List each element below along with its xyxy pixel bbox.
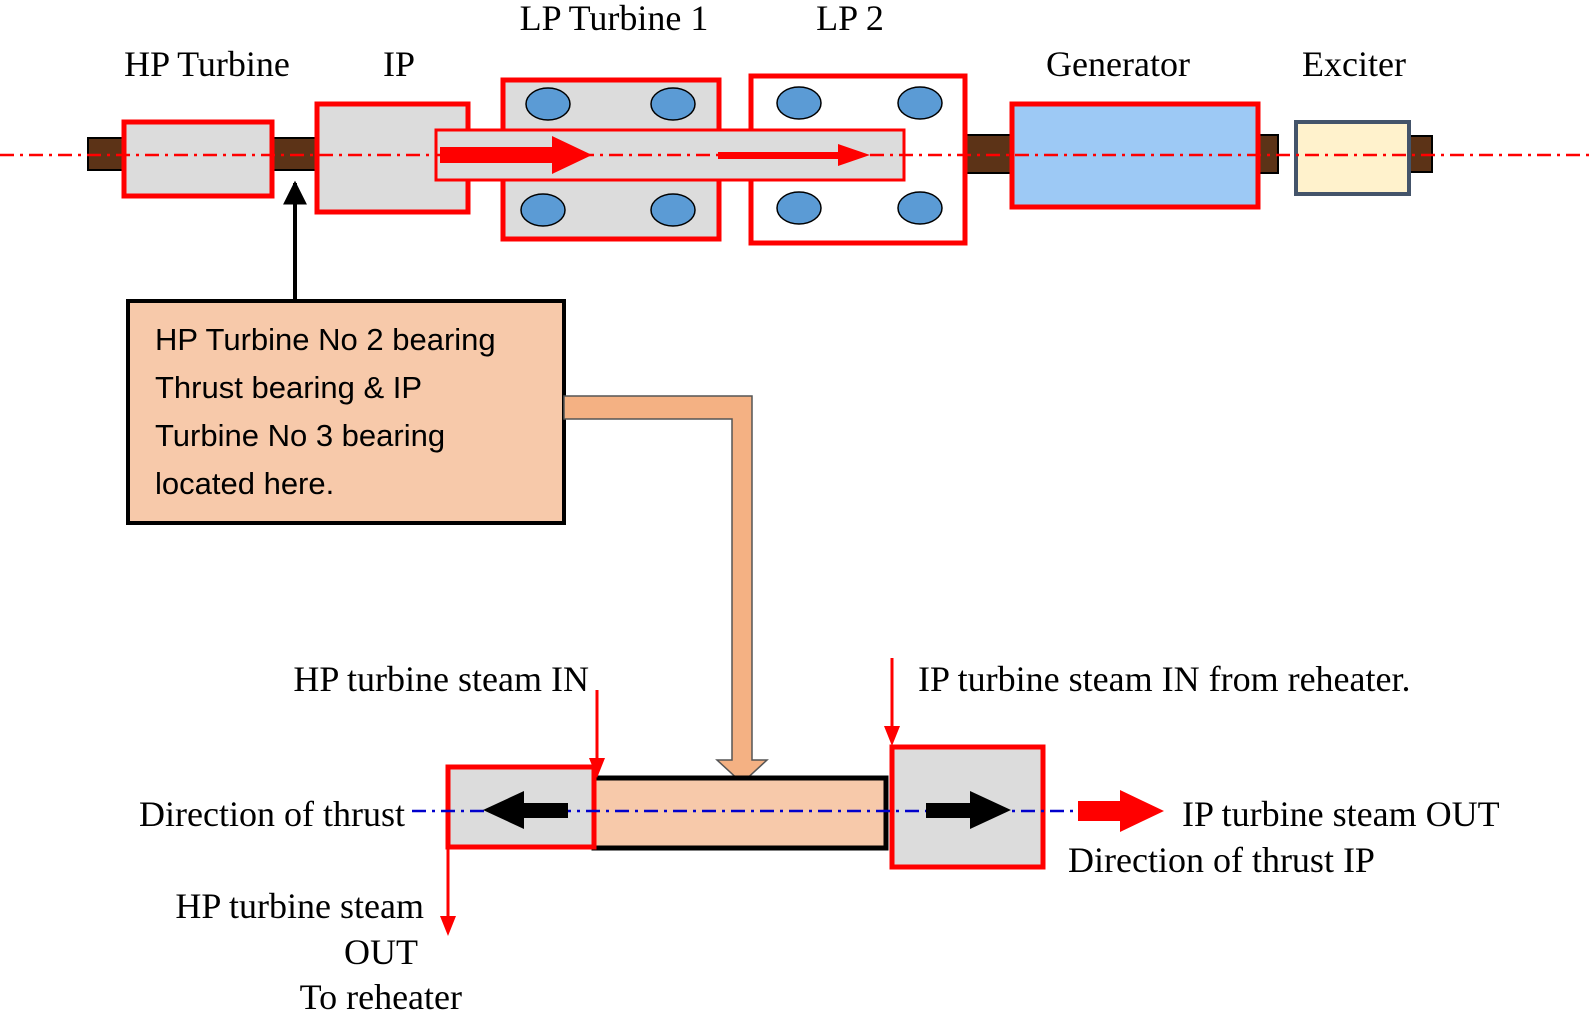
label-hp-turbine: HP Turbine (124, 44, 290, 84)
lp2-bearing-bottom-left (776, 191, 822, 225)
thrust-bearing-bar (591, 775, 889, 851)
label-ip-steam-out: IP turbine steam OUT (1182, 794, 1500, 834)
turbine-train: HP Turbine IP LP Turbine 1 LP 2 Generato… (0, 0, 1590, 246)
callout-connector-arrow (563, 395, 769, 785)
exciter-body (1294, 120, 1411, 196)
ip-thrust-arrow-shaft (926, 803, 972, 818)
label-generator: Generator (1046, 44, 1190, 84)
lp1-bearing-bottom-left (520, 193, 566, 227)
hp-thrust-box (445, 764, 597, 850)
hp-steam-out-arrow-head (440, 916, 456, 936)
lp1-bearing-top-right (650, 87, 696, 121)
label-hp-steam-out-line-3: To reheater (300, 977, 462, 1014)
callout-line-3: Turbine No 3 bearing (155, 418, 445, 453)
hp-thrust-arrow-head (483, 791, 524, 829)
callout-line-4: located here. (155, 466, 334, 501)
ip-steam-in-arrow-head (884, 726, 900, 746)
hp-steam-in-arrow-head (589, 758, 605, 778)
label-direction-of-thrust-ip: Direction of thrust IP (1068, 840, 1375, 880)
lp2-bearing-top-right (897, 86, 943, 120)
hp-thrust-arrow-shaft (522, 803, 568, 818)
hp-turbine-casing (121, 119, 275, 199)
lp2-bearing-top-left (776, 86, 822, 120)
steam-flow-arrow-2-shaft (718, 152, 842, 159)
label-ip-steam-in: IP turbine steam IN from reheater. (918, 659, 1411, 699)
label-hp-steam-in: HP turbine steam IN (293, 659, 589, 699)
lp2-bearing-bottom-right (897, 191, 943, 225)
label-lp-2: LP 2 (816, 0, 884, 38)
label-direction-of-thrust: Direction of thrust (139, 794, 405, 834)
callout-line-2: Thrust bearing & IP (155, 370, 422, 405)
label-ip: IP (383, 44, 415, 84)
label-hp-steam-out-line-2: OUT (344, 932, 418, 972)
thrust-detail: HP turbine steam IN IP turbine steam IN … (139, 658, 1500, 1014)
callout-box (126, 299, 566, 525)
label-lp-turbine-1: LP Turbine 1 (520, 0, 709, 38)
lp1-bearing-top-left (525, 87, 571, 121)
ip-thrust-arrow-head (970, 791, 1011, 829)
ip-steam-out-arrow-shaft (1078, 801, 1124, 821)
label-hp-steam-out-line-1: HP turbine steam (175, 886, 424, 926)
lp1-bearing-bottom-right (650, 193, 696, 227)
label-exciter: Exciter (1302, 44, 1406, 84)
bearing-callout: HP Turbine No 2 bearing Thrust bearing &… (126, 299, 566, 525)
callout-line-1: HP Turbine No 2 bearing (155, 322, 496, 357)
ip-steam-out-arrow-head (1120, 790, 1164, 832)
